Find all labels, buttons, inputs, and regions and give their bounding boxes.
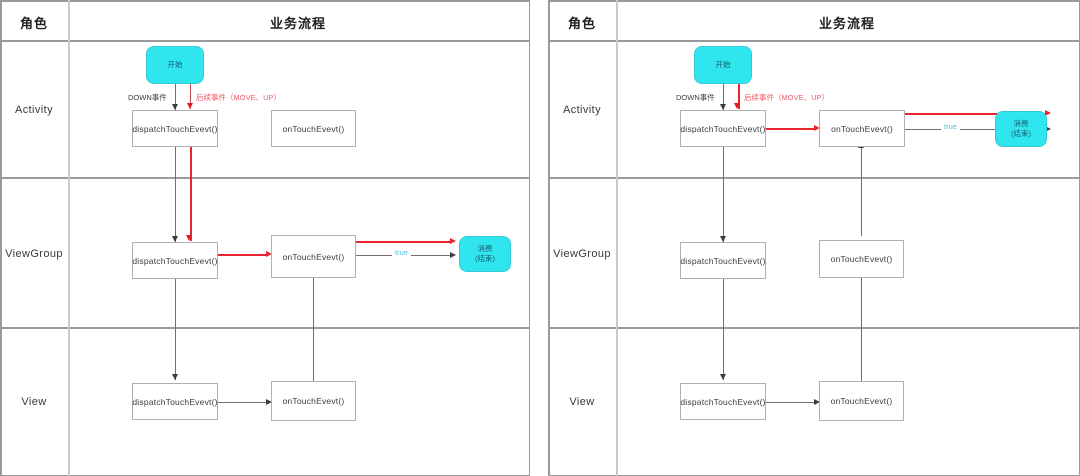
edge-start-to-activity-dispatch bbox=[723, 84, 724, 110]
swimlane-table-left: 角色 业务流程 Activity ViewGroup View DOWN事件 后… bbox=[0, 0, 530, 476]
table-grid-left bbox=[0, 0, 530, 476]
grid-line-bottom bbox=[0, 474, 530, 476]
header-flow: 业务流程 bbox=[269, 16, 326, 31]
arrowhead-view-dispatch-down bbox=[719, 374, 726, 380]
edge-viewgroup-to-view-dispatch bbox=[175, 275, 176, 380]
node-viewgroup-ontouch[interactable]: onTouchEvevt() bbox=[819, 240, 904, 278]
grid-line-right bbox=[528, 0, 530, 476]
arrowhead-consume-right-red bbox=[450, 237, 456, 244]
edge-start-to-activity-dispatch bbox=[175, 84, 176, 110]
grid-line-role-col bbox=[616, 0, 618, 476]
header-flow: 业务流程 bbox=[818, 16, 875, 31]
arrowhead-view-dispatch-down bbox=[171, 374, 178, 380]
grid-line-activity-bottom bbox=[0, 177, 530, 179]
node-view-dispatch[interactable]: dispatchTouchEvevt() bbox=[132, 383, 218, 420]
node-consume-line2: (结束) bbox=[1011, 129, 1031, 138]
row-label-viewgroup: ViewGroup bbox=[553, 248, 611, 260]
edge-activity-to-viewgroup-grey bbox=[175, 147, 176, 242]
edge-view-ontouch-to-vg-ontouch bbox=[861, 278, 862, 381]
edge-vg-dispatch-to-ontouch-red bbox=[218, 254, 268, 256]
edge-label-followup-event: 后续事件（MOVE、UP） bbox=[744, 93, 830, 102]
row-label-activity: Activity bbox=[14, 104, 54, 116]
edge-act-ontouch-to-consume-true bbox=[905, 129, 1047, 130]
arrowhead-followup-down bbox=[734, 103, 740, 109]
node-activity-dispatch[interactable]: dispatchTouchEvevt() bbox=[680, 110, 766, 147]
edge-view-ontouch-to-vg-ontouch bbox=[313, 276, 314, 381]
node-viewgroup-dispatch[interactable]: dispatchTouchEvevt() bbox=[680, 242, 766, 279]
edge-followup-to-activity-dispatch bbox=[738, 84, 741, 109]
node-consume-line2: (结束) bbox=[475, 254, 495, 263]
node-view-ontouch[interactable]: onTouchEvevt() bbox=[271, 381, 356, 421]
node-view-ontouch[interactable]: onTouchEvevt() bbox=[819, 381, 904, 421]
arrowhead-viewgroup-dispatch-down bbox=[719, 236, 726, 242]
edge-act-dispatch-to-ontouch-red bbox=[766, 128, 816, 130]
arrowhead-followup-down bbox=[186, 103, 193, 109]
edge-label-down-event: DOWN事件 bbox=[676, 93, 715, 102]
grid-line-viewgroup-bottom bbox=[0, 327, 530, 329]
row-label-view: View bbox=[569, 396, 595, 408]
grid-line-header-bottom bbox=[0, 40, 530, 42]
node-viewgroup-ontouch[interactable]: onTouchEvevt() bbox=[271, 235, 356, 278]
edge-label-true: true bbox=[941, 122, 960, 131]
grid-line-left bbox=[548, 0, 550, 476]
grid-line-top bbox=[548, 0, 1080, 2]
edge-followup-to-activity-dispatch bbox=[190, 84, 192, 109]
grid-line-header-bottom bbox=[548, 40, 1080, 42]
row-label-view: View bbox=[21, 396, 47, 408]
row-label-activity: Activity bbox=[562, 104, 602, 116]
arrowhead-consume-right bbox=[1045, 125, 1051, 132]
grid-line-left bbox=[0, 0, 2, 476]
node-start[interactable]: 开始 bbox=[146, 46, 204, 84]
grid-line-right bbox=[1078, 0, 1080, 476]
arrowhead-view-ontouch-right bbox=[266, 398, 272, 405]
edge-view-dispatch-to-ontouch bbox=[218, 402, 268, 403]
grid-line-bottom bbox=[548, 474, 1080, 476]
edge-vg-ontouch-to-act-ontouch bbox=[861, 148, 862, 236]
node-activity-dispatch[interactable]: dispatchTouchEvevt() bbox=[132, 110, 218, 147]
grid-line-activity-bottom bbox=[548, 177, 1080, 179]
swimlane-table-right: 角色 业务流程 Activity ViewGroup View DOWN事件 后… bbox=[548, 0, 1080, 476]
node-activity-ontouch[interactable]: onTouchEvevt() bbox=[819, 110, 905, 147]
arrowhead-view-ontouch-right bbox=[814, 398, 820, 405]
node-consume-line1: 消费 bbox=[477, 243, 493, 253]
edge-viewgroup-to-view-dispatch bbox=[723, 279, 724, 380]
node-start-label: 开始 bbox=[715, 59, 731, 69]
arrowhead-act-ontouch-right-red bbox=[814, 124, 820, 131]
node-view-dispatch[interactable]: dispatchTouchEvevt() bbox=[680, 383, 766, 420]
arrowhead-consume-right-red bbox=[1045, 109, 1051, 116]
edge-label-followup-event: 后续事件（MOVE、UP） bbox=[196, 93, 282, 102]
table-grid-right bbox=[548, 0, 1080, 476]
header-role: 角色 bbox=[567, 16, 596, 31]
node-viewgroup-dispatch[interactable]: dispatchTouchEvevt() bbox=[132, 242, 218, 279]
arrowhead-viewgroup-dispatch-down bbox=[171, 236, 178, 242]
arrowhead-consume-right bbox=[450, 251, 456, 258]
grid-line-role-col bbox=[68, 0, 70, 476]
edge-label-true: true bbox=[392, 248, 411, 257]
edge-label-down-event: DOWN事件 bbox=[128, 93, 167, 102]
arrowhead-viewgroup-dispatch-down-red bbox=[186, 235, 192, 241]
row-label-viewgroup: ViewGroup bbox=[5, 248, 63, 260]
grid-line-top bbox=[0, 0, 530, 2]
node-consume-line1: 消费 bbox=[1013, 118, 1029, 128]
edge-vg-ontouch-to-consume-red bbox=[352, 241, 452, 243]
node-start[interactable]: 开始 bbox=[694, 46, 752, 84]
arrowhead-activity-dispatch-down bbox=[719, 104, 726, 110]
node-consume[interactable]: 消费 (结束) bbox=[995, 111, 1047, 147]
edge-activity-to-viewgroup-red bbox=[190, 147, 193, 241]
grid-line-viewgroup-bottom bbox=[548, 327, 1080, 329]
node-activity-ontouch[interactable]: onTouchEvevt() bbox=[271, 110, 356, 147]
edge-activity-to-viewgroup-dispatch bbox=[723, 147, 724, 242]
node-consume[interactable]: 消费 (结束) bbox=[459, 236, 511, 272]
edge-view-dispatch-to-ontouch bbox=[766, 402, 816, 403]
node-start-label: 开始 bbox=[167, 59, 183, 69]
header-role: 角色 bbox=[19, 16, 48, 31]
edge-act-ontouch-to-consume-red bbox=[905, 113, 1047, 115]
arrowhead-vg-ontouch-right-red bbox=[266, 250, 272, 257]
arrowhead-activity-dispatch-down bbox=[171, 104, 178, 110]
